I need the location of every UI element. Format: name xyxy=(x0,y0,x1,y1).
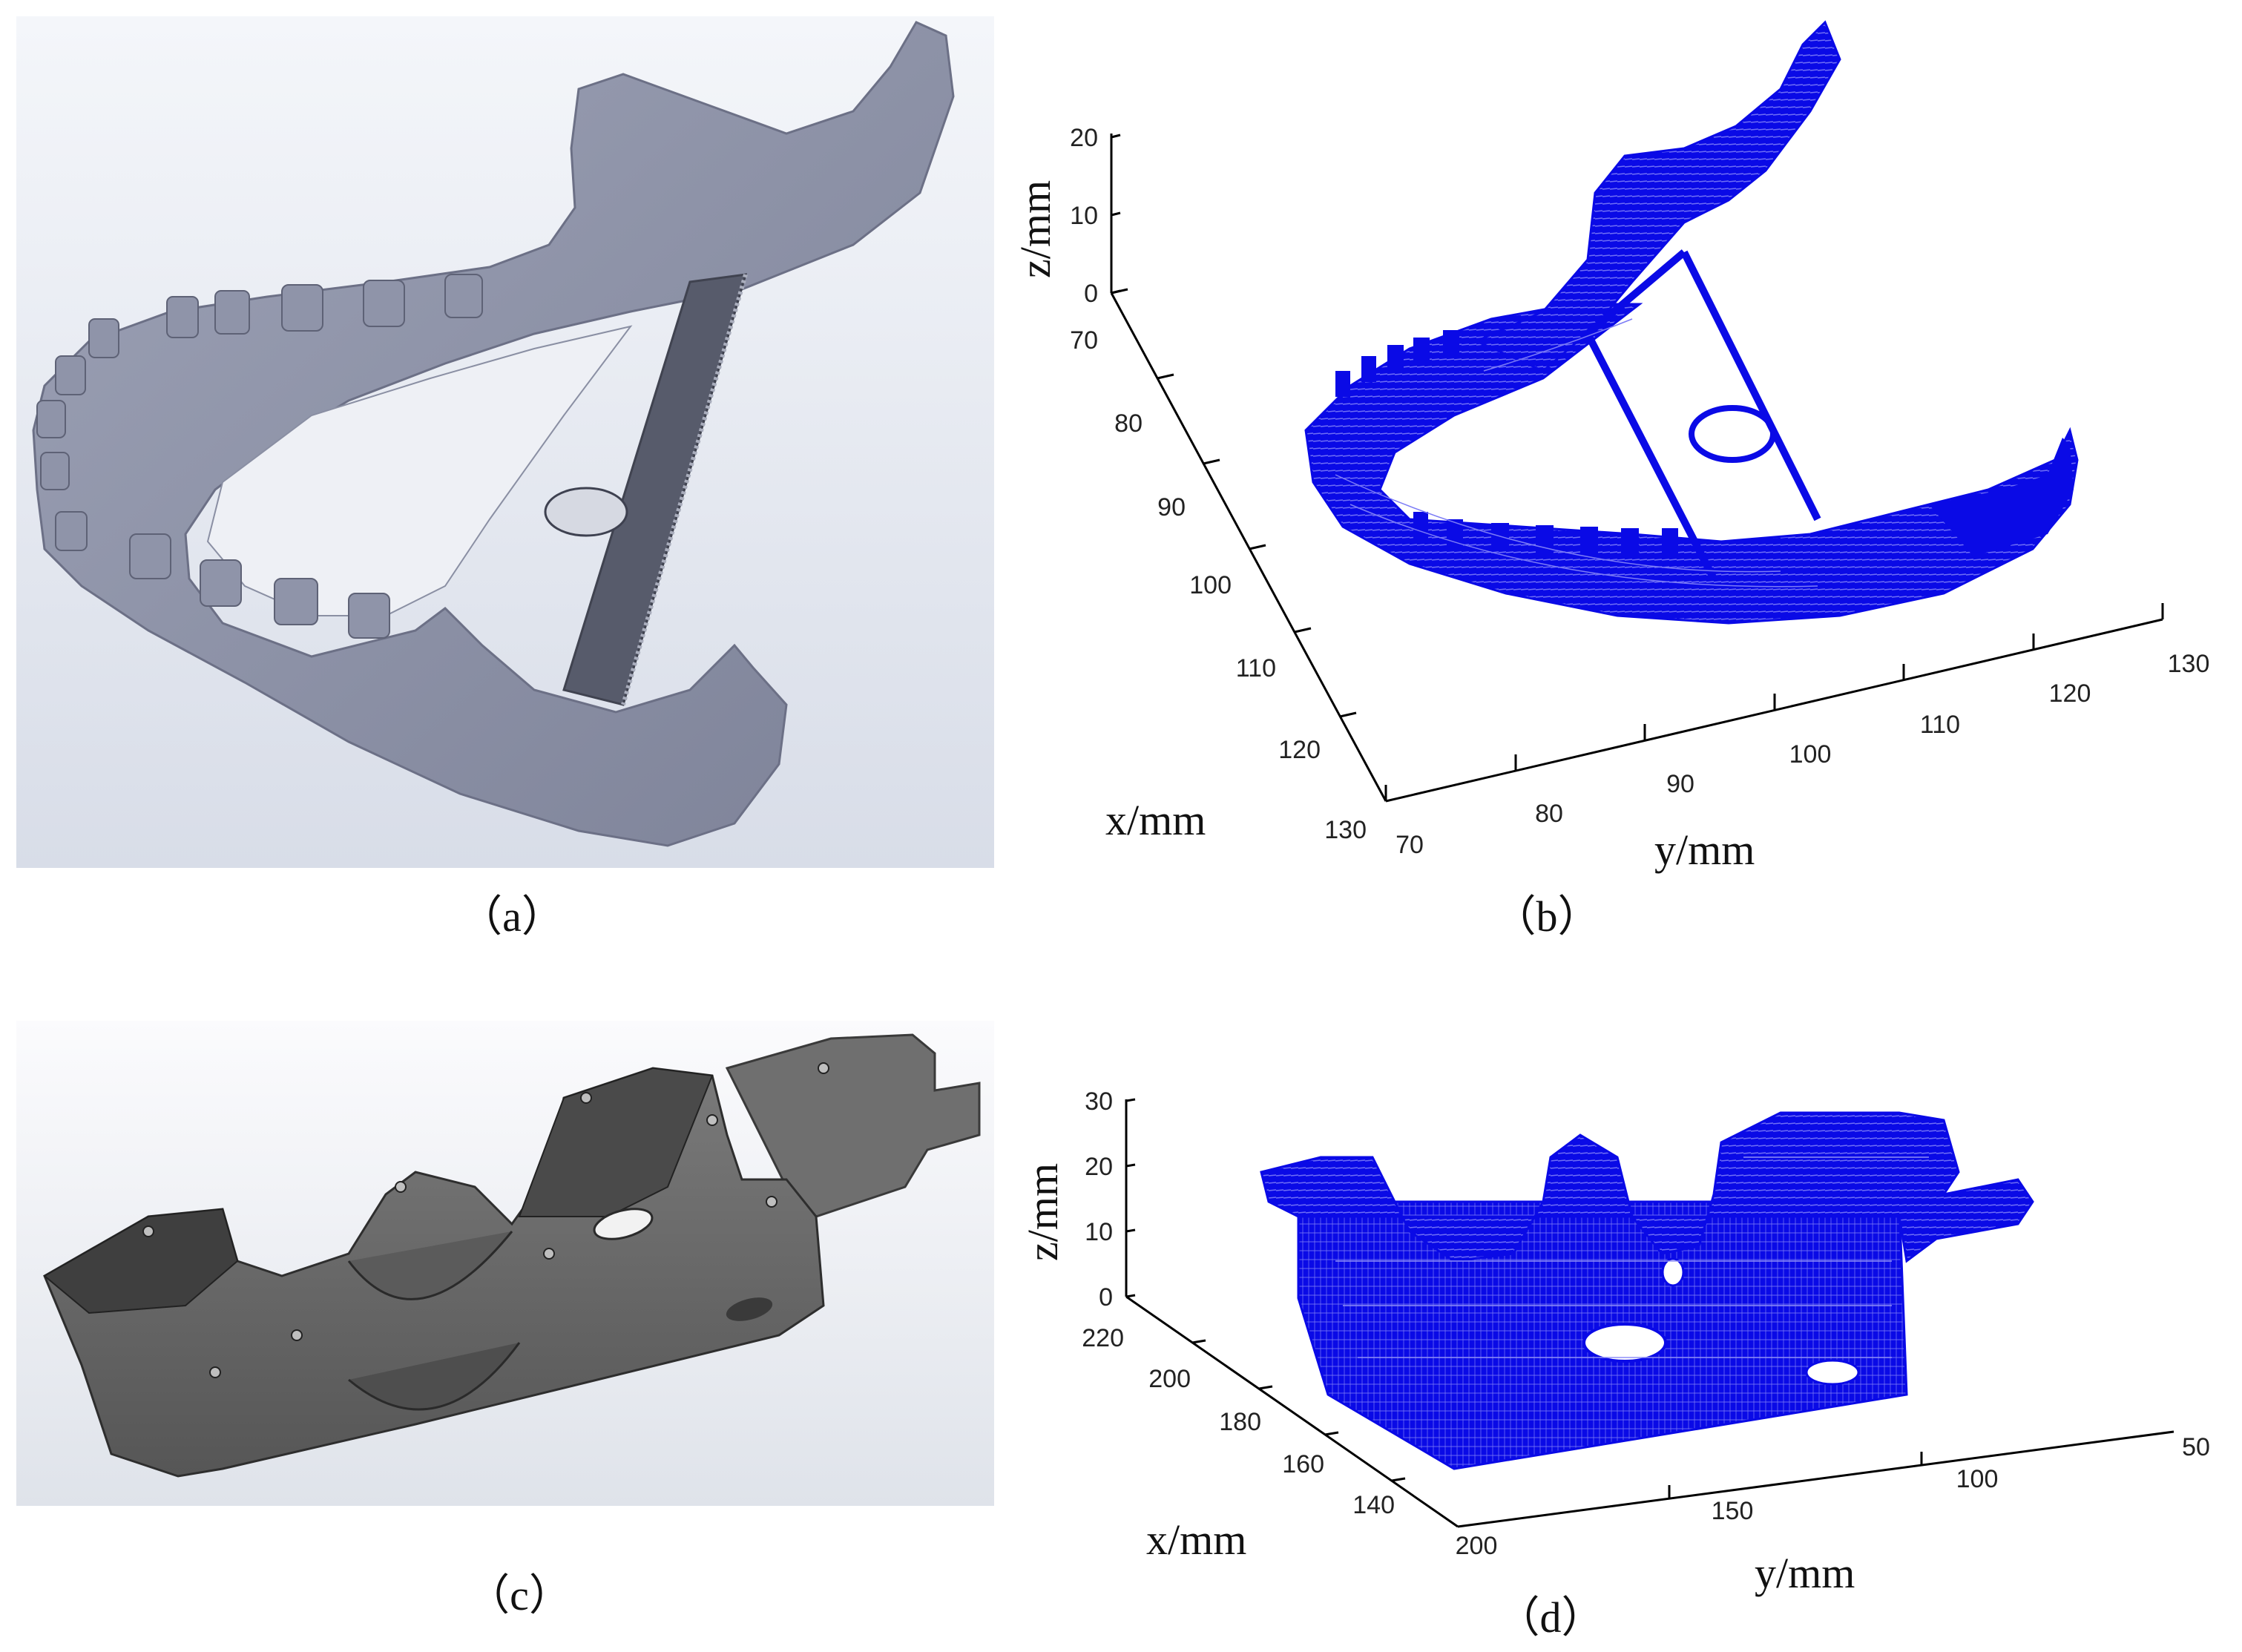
d-x-tick-1: 160 xyxy=(1282,1450,1324,1478)
d-y-tick-2: 100 xyxy=(1956,1465,1999,1493)
panel-a xyxy=(16,16,994,868)
b-y-label: y/mm xyxy=(1654,826,1755,874)
d-y-label: y/mm xyxy=(1755,1549,1855,1597)
d-y-tick-0: 200 xyxy=(1456,1532,1498,1560)
panel-d-axes xyxy=(1125,1098,2174,1528)
panel-b: 0 10 20 70 80 90 100 110 120 130 70 80 9… xyxy=(1011,20,2210,874)
d-x-label: x/mm xyxy=(1146,1516,1246,1564)
b-z-tick-1: 10 xyxy=(1070,202,1098,230)
d-z-label: z/mm xyxy=(1019,1163,1067,1261)
b-y-tick-1: 80 xyxy=(1535,800,1563,828)
b-y-tick-6: 130 xyxy=(2168,650,2210,678)
b-z-tick-2: 20 xyxy=(1070,124,1098,152)
d-y-tick-1: 150 xyxy=(1712,1497,1754,1525)
d-x-tick-4: 220 xyxy=(1082,1324,1124,1352)
d-y-tick-3: 50 xyxy=(2182,1433,2210,1461)
d-z-tick-0: 0 xyxy=(1099,1283,1113,1312)
b-y-tick-5: 120 xyxy=(2049,679,2091,708)
b-x-tick-6: 130 xyxy=(1324,816,1367,844)
caption-d: （d） xyxy=(1496,1593,1604,1642)
b-x-tick-2: 90 xyxy=(1157,493,1186,521)
b-plate-hole xyxy=(1689,405,1776,463)
b-x-tick-4: 110 xyxy=(1236,654,1276,682)
b-x-tick-1: 80 xyxy=(1114,409,1143,438)
mandible-render-shape xyxy=(32,21,955,847)
panel-b-axes xyxy=(1110,134,2164,803)
b-z-label: z/mm xyxy=(1011,180,1059,278)
b-y-tick-3: 100 xyxy=(1789,740,1832,769)
d-z-tick-2: 20 xyxy=(1085,1153,1113,1181)
b-y-tick-0: 70 xyxy=(1396,831,1424,859)
caption-c: （c） xyxy=(467,1571,572,1619)
b-y-tick-4: 110 xyxy=(1920,711,1960,739)
d-z-tick-1: 10 xyxy=(1085,1218,1113,1246)
d-x-tick-3: 200 xyxy=(1148,1365,1191,1393)
panel-d: 0 10 20 30 140 160 180 200 220 200 150 1… xyxy=(1019,1087,2210,1597)
plate-hole xyxy=(544,487,628,537)
b-z-tick-0: 0 xyxy=(1084,280,1098,308)
d-x-tick-2: 180 xyxy=(1219,1408,1261,1436)
b-x-label: x/mm xyxy=(1105,796,1206,844)
b-x-tick-3: 100 xyxy=(1189,571,1232,599)
b-y-tick-2: 90 xyxy=(1666,770,1694,798)
panel-c xyxy=(16,1021,994,1506)
b-x-tick-0: 70 xyxy=(1070,326,1098,355)
mandible-point-cloud-shape xyxy=(1304,20,2079,625)
d-z-tick-3: 30 xyxy=(1085,1087,1113,1116)
d-slot-hole xyxy=(1582,1323,1667,1363)
part-point-cloud-shape xyxy=(1260,1111,2034,1470)
caption-b: （b） xyxy=(1493,892,1600,941)
d-x-tick-0: 140 xyxy=(1352,1491,1395,1519)
b-x-tick-5: 120 xyxy=(1278,736,1321,764)
part-render-shape xyxy=(43,1033,981,1478)
caption-a: （a） xyxy=(459,892,565,941)
